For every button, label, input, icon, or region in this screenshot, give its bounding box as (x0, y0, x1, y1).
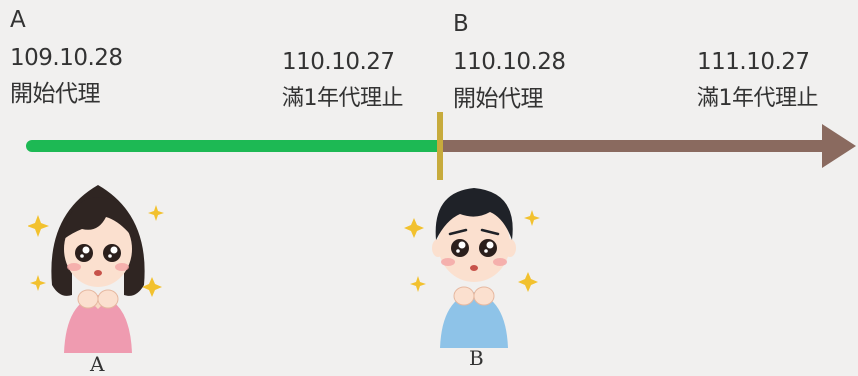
girl-hopeful-icon (28, 185, 164, 353)
b-start-text: 開始代理 (453, 86, 544, 112)
b-end-text: 滿1年代理止 (697, 86, 819, 111)
a-start-date: 109.10.28 (10, 45, 123, 71)
b-start-date: 110.10.28 (453, 49, 566, 75)
character-a-caption: A (90, 352, 105, 376)
boy-hopeful-icon (404, 188, 540, 348)
marker-b: B (453, 11, 469, 37)
arrow-head-icon (822, 124, 856, 168)
a-end-text: 滿1年代理止 (282, 86, 404, 111)
a-start-text: 開始代理 (10, 81, 101, 107)
character-b-caption: B (469, 346, 484, 370)
a-end-date: 110.10.27 (282, 49, 395, 75)
marker-a: A (10, 7, 26, 33)
b-end-date: 111.10.27 (697, 49, 810, 75)
